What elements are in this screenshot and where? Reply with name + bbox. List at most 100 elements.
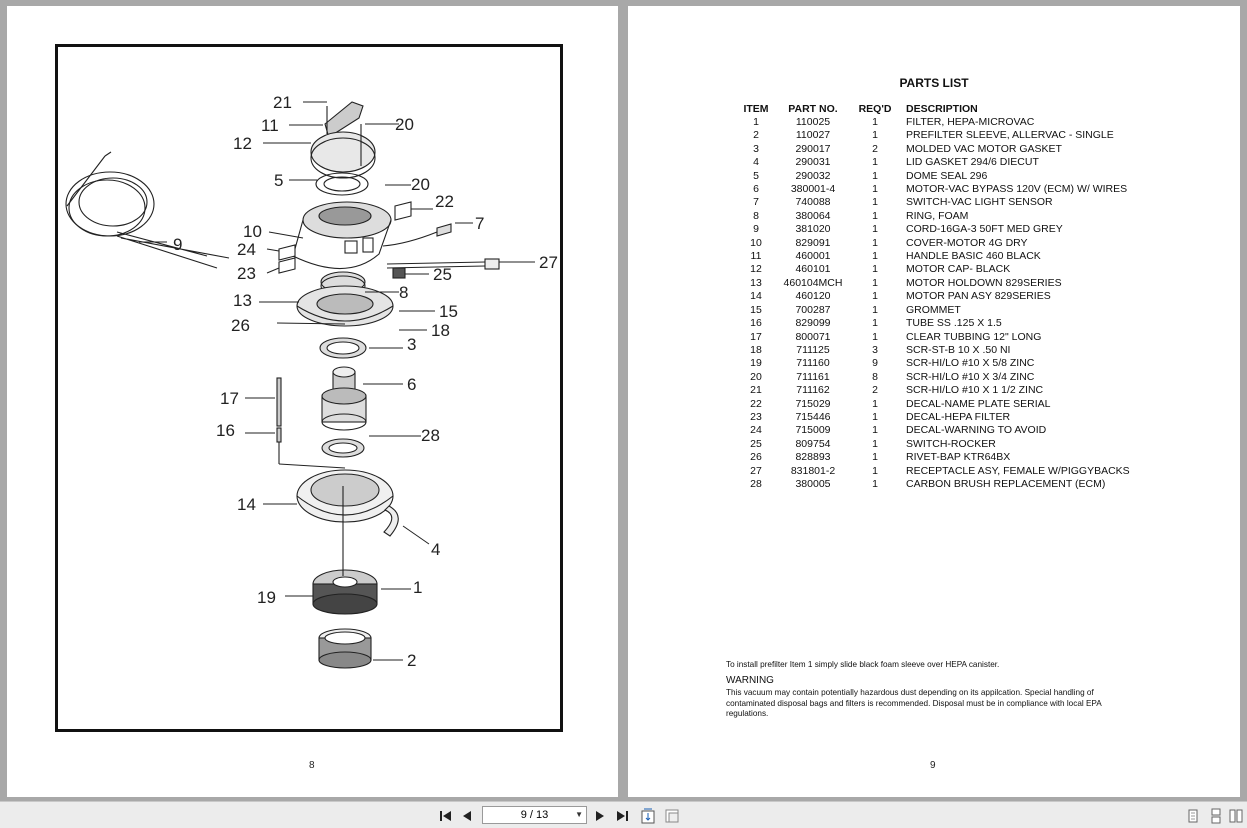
cell-item: 23: [750, 410, 762, 423]
cell-part-no: 381020: [795, 223, 831, 236]
cell-part-no: 700287: [795, 303, 831, 316]
cell-reqd: 1: [872, 236, 878, 249]
callout-11: 11: [261, 116, 279, 135]
cell-part-no: 290031: [795, 156, 831, 169]
callout-14: 14: [237, 495, 256, 514]
cell-part-no: 711160: [796, 357, 830, 370]
cell-item: 19: [750, 357, 762, 370]
cell-reqd: 1: [872, 290, 878, 303]
cell-part-no: 460001: [795, 250, 831, 263]
fit-width-icon[interactable]: [664, 807, 680, 825]
cell-reqd: 3: [872, 343, 878, 356]
cell-reqd: 2: [872, 142, 878, 155]
next-page-icon[interactable]: [593, 807, 607, 825]
install-note: To install prefilter Item 1 simply slide…: [726, 660, 1000, 669]
right-page: PARTS LIST ITEM PART NO. REQ'D DESCRIPTI…: [628, 6, 1240, 797]
last-page-icon[interactable]: [614, 807, 630, 825]
cell-item: 3: [753, 142, 759, 155]
cell-reqd: 1: [872, 477, 878, 490]
column-header-description: DESCRIPTION: [906, 103, 978, 115]
cell-reqd: 1: [872, 263, 878, 276]
cell-item: 25: [750, 437, 762, 450]
cell-description: TUBE SS .125 X 1.5: [906, 317, 1002, 330]
cell-item: 18: [750, 343, 762, 356]
callout-9: 9: [173, 235, 182, 254]
cell-item: 24: [750, 424, 762, 437]
cell-item: 4: [753, 156, 759, 169]
cell-item: 9: [753, 223, 759, 236]
cell-description: MOTOR HOLDOWN 829SERIES: [906, 276, 1062, 289]
continuous-view-icon[interactable]: [1209, 807, 1223, 825]
cell-reqd: 1: [872, 437, 878, 450]
fit-page-icon[interactable]: [640, 807, 656, 825]
callout-15: 15: [439, 302, 458, 321]
cell-item: 26: [750, 451, 762, 464]
cell-part-no: 715009: [795, 424, 831, 437]
cell-item: 15: [750, 303, 762, 316]
cell-item: 13: [750, 276, 762, 289]
two-page-view-icon[interactable]: [1228, 807, 1244, 825]
cell-part-no: 740088: [795, 196, 831, 209]
cell-reqd: 1: [872, 196, 878, 209]
callout-6: 6: [407, 375, 416, 394]
cell-description: SCR-HI/LO #10 X 5/8 ZINC: [906, 357, 1035, 370]
table-row: 19 711160 9 SCR-HI/LO #10 X 5/8 ZINC: [736, 357, 1130, 370]
page-indicator: 9 / 13: [520, 809, 549, 821]
cell-description: SWITCH-VAC LIGHT SENSOR: [906, 196, 1053, 209]
diagram-frame: [55, 44, 563, 732]
cell-description: FILTER, HEPA-MICROVAC: [906, 116, 1035, 128]
callout-2: 2: [407, 651, 416, 670]
cell-description: SWITCH-ROCKER: [906, 437, 996, 450]
previous-page-icon[interactable]: [460, 807, 474, 825]
cell-part-no: 715029: [795, 397, 831, 410]
callout-17: 17: [220, 389, 239, 408]
first-page-icon[interactable]: [438, 807, 454, 825]
cell-part-no: 828893: [795, 451, 831, 464]
callout-10: 10: [243, 222, 262, 241]
cell-item: 16: [750, 317, 762, 330]
cell-item: 7: [753, 196, 759, 209]
page-selector[interactable]: 9 / 13 ▼: [482, 806, 587, 824]
cell-description: SCR-ST-B 10 X .50 NI: [906, 343, 1011, 356]
cell-item: 1: [753, 116, 759, 128]
cell-reqd: 9: [872, 357, 878, 370]
cell-description: DECAL-HEPA FILTER: [906, 410, 1011, 423]
callout-4: 4: [431, 540, 440, 559]
callout-18: 18: [431, 321, 450, 340]
table-row: 7 740088 1 SWITCH-VAC LIGHT SENSOR: [736, 196, 1130, 209]
cell-part-no: 110027: [795, 129, 831, 142]
callout-23: 23: [237, 264, 256, 283]
single-page-view-icon[interactable]: [1186, 807, 1200, 825]
cell-item: 28: [750, 477, 762, 490]
page-number: 9: [930, 760, 936, 771]
cell-reqd: 1: [872, 451, 878, 464]
cell-item: 20: [750, 370, 762, 383]
cell-part-no: 290032: [795, 169, 831, 182]
cell-reqd: 1: [872, 464, 878, 477]
cell-description: GROMMET: [906, 303, 961, 316]
cell-reqd: 1: [872, 116, 878, 128]
callout-21: 21: [273, 93, 292, 112]
column-header-reqd: REQ'D: [858, 103, 892, 115]
callout-28: 28: [421, 426, 440, 445]
cell-reqd: 1: [872, 397, 878, 410]
cell-item: 2: [753, 129, 759, 142]
table-header-row: ITEM PART NO. REQ'D DESCRIPTION: [736, 103, 1130, 116]
cell-description: DOME SEAL 296: [906, 169, 988, 182]
cell-part-no: 290017: [795, 142, 831, 155]
cell-part-no: 711162: [796, 384, 830, 397]
page-number: 8: [309, 760, 315, 771]
